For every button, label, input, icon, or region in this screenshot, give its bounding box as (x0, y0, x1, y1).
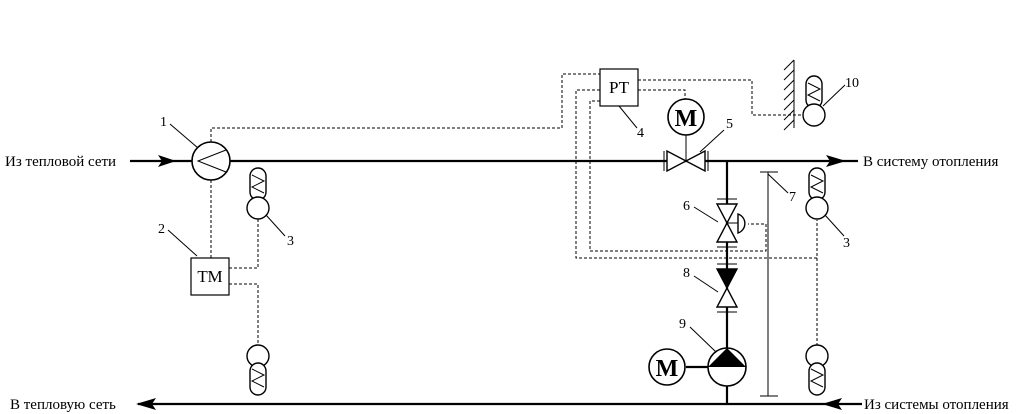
number-3-left: 3 (287, 234, 294, 249)
pump-motor-label: M (656, 356, 679, 382)
return-out-arrow (136, 398, 156, 410)
label-from-heating-system: Из системы отопления (864, 397, 1009, 413)
rt-box (599, 68, 639, 107)
valve-icon (715, 198, 746, 248)
outlet-arrow (826, 155, 846, 167)
signal-line-tm-sensor-bottom (229, 283, 259, 345)
temperature-sensor-icon (805, 167, 829, 220)
leader-4 (618, 105, 638, 129)
leader-9 (689, 326, 717, 353)
leader-7 (767, 173, 789, 194)
signal-line-rt-valve6 (589, 100, 767, 252)
check-valve-icon (715, 263, 739, 313)
signal-line-tm-sensor-top (229, 219, 259, 269)
label-to-heat-network: В тепловую сеть (10, 397, 116, 413)
return-in-arrow (822, 398, 842, 410)
bracket-7 (760, 171, 778, 397)
valve-motor-label: M (675, 106, 698, 132)
signal-line-rt-outdoor (638, 79, 808, 116)
number-8: 8 (683, 266, 690, 281)
number-2: 2 (158, 222, 165, 237)
leader-10 (822, 84, 846, 107)
number-5: 5 (726, 117, 733, 132)
inlet-arrow (158, 155, 176, 167)
pump-icon (707, 347, 747, 387)
signal-line-rt-motor (638, 89, 686, 99)
tm-box-label: ТМ (197, 267, 222, 286)
leader-5 (699, 129, 725, 153)
leader-3-right (824, 214, 845, 237)
temperature-sensor-icon (246, 344, 270, 396)
rt-box-label: РТ (609, 78, 630, 97)
number-6: 6 (683, 199, 690, 214)
wall-icon (783, 59, 795, 131)
signal-line-flowmeter-rt (210, 73, 600, 142)
number-1: 1 (160, 115, 167, 130)
number-4: 4 (637, 126, 644, 141)
number-10: 10 (845, 76, 859, 91)
number-7: 7 (789, 190, 796, 205)
label-to-heating-system: В систему отопления (863, 154, 998, 170)
leader-1 (169, 123, 199, 149)
leader-2 (167, 229, 198, 257)
motor-icon: M (667, 98, 705, 136)
leader-8 (693, 275, 719, 293)
control-valve-icon (663, 135, 709, 173)
leader-6 (693, 206, 719, 223)
label-from-heat-network: Из тепловой сети (5, 154, 116, 170)
motor-icon: M (648, 348, 686, 386)
number-3-right: 3 (843, 236, 850, 251)
temperature-sensor-icon (805, 344, 829, 396)
temperature-sensor-icon (246, 167, 270, 220)
tm-box (190, 257, 230, 296)
leader-3-left (265, 214, 286, 237)
number-9: 9 (679, 317, 686, 332)
signal-line-rt-sensor-right (575, 89, 818, 259)
outdoor-temperature-sensor-icon (802, 75, 826, 127)
